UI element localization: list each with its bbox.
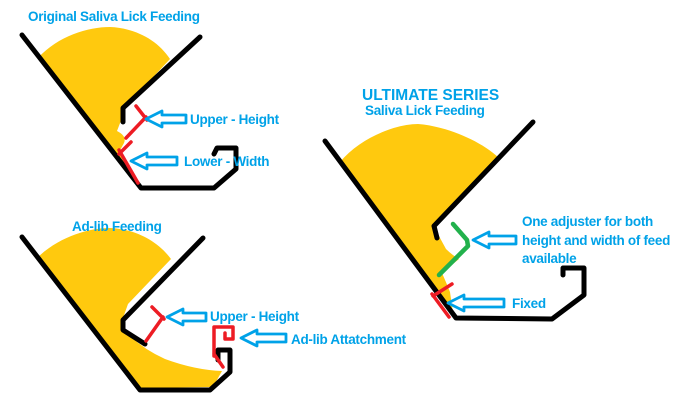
fixed-label: Fixed (512, 296, 546, 311)
adlib-attachment (212, 325, 235, 369)
lower-width-label: Lower - Width (184, 154, 269, 169)
ultimate-series-diagram: ULTIMATE SERIES Saliva Lick Feeding One … (322, 87, 670, 322)
ultimate-title-line1: ULTIMATE SERIES (362, 87, 499, 104)
hopper-left-wall-and-trough (19, 32, 239, 191)
combined-adjuster (436, 221, 471, 278)
original-feeding-diagram: Original Saliva Lick Feeding Upper - Hei… (19, 9, 280, 191)
feed-pile (340, 124, 499, 316)
upper-height-adjuster (144, 305, 166, 343)
left-arrow-icon (129, 151, 179, 171)
adlib-feeding-diagram: Ad-lib Feeding Upper - Height Ad-lib Att… (19, 219, 407, 393)
feed-pile (38, 27, 170, 181)
ultimate-title-line2: Saliva Lick Feeding (365, 103, 485, 118)
upper-height-label: Upper - Height (190, 112, 280, 127)
hopper-left-wall-and-trough (19, 234, 233, 393)
hopper-right-wall (431, 119, 536, 241)
left-arrow-icon (144, 109, 188, 129)
one-adjuster-label-line3: available (522, 251, 577, 266)
left-arrow-icon (471, 230, 518, 250)
lower-width-adjuster (117, 140, 140, 185)
hopper-left-wall-and-trough (322, 138, 587, 322)
hopper-right-wall-and-outlet (120, 235, 206, 347)
one-adjuster-label-line1: One adjuster for both (522, 214, 653, 229)
feed-pile (36, 228, 222, 388)
left-arrow-icon (239, 328, 288, 348)
hopper-right-wall (120, 34, 203, 125)
fixed-plate (430, 282, 454, 319)
original-diagram-title: Original Saliva Lick Feeding (28, 9, 200, 24)
adlib-attachment-label: Ad-lib Attatchment (291, 332, 407, 347)
left-arrow-icon (165, 307, 208, 327)
upper-height-adjuster (124, 104, 149, 140)
left-arrow-icon (446, 293, 506, 313)
adlib-diagram-title: Ad-lib Feeding (72, 219, 162, 234)
upper-height-label: Upper - Height (210, 309, 300, 324)
one-adjuster-label-line2: height and width of feed (522, 233, 670, 248)
